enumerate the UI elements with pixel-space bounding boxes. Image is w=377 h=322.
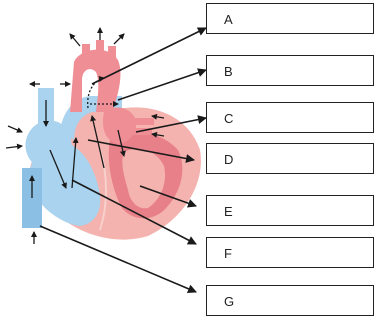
aorta-branch-1: [82, 44, 90, 60]
label-box-g[interactable]: G: [206, 285, 374, 316]
aorta-branch-3: [108, 46, 116, 62]
ext-arrow-10: [151, 131, 165, 138]
label-box-a[interactable]: A: [206, 3, 374, 34]
heart-illustration: [22, 40, 201, 240]
label-f: F: [224, 246, 232, 261]
label-g: G: [224, 294, 235, 309]
label-box-d[interactable]: D: [206, 143, 374, 174]
external-arrows: [5, 27, 165, 244]
leader-line-b: [117, 68, 207, 101]
label-a: A: [224, 12, 233, 27]
leader-lines: [39, 27, 207, 294]
label-box-f[interactable]: F: [206, 237, 374, 268]
leader-line-a: [91, 27, 207, 85]
ext-arrow-9: [151, 113, 165, 120]
label-e: E: [224, 204, 233, 219]
label-c: C: [224, 111, 234, 126]
label-box-c[interactable]: C: [206, 102, 374, 133]
leader-line-g: [39, 225, 197, 294]
pulmonary-vein-right: [132, 118, 154, 125]
right-atrium: [25, 120, 72, 169]
flow-arrow-aorta-arch: [87, 76, 105, 109]
leader-line-c: [135, 115, 207, 133]
label-b: B: [224, 64, 233, 79]
leader-line-e: [139, 185, 197, 208]
label-box-b[interactable]: B: [206, 55, 374, 86]
ext-arrow-6: [7, 125, 23, 133]
left-ventricle-inner: [122, 148, 166, 209]
left-atrium: [102, 107, 137, 144]
aorta-branch-2: [96, 40, 104, 56]
label-box-e[interactable]: E: [206, 195, 374, 226]
label-d: D: [224, 152, 234, 167]
aorta: [70, 49, 121, 112]
ext-arrow-1: [69, 33, 81, 47]
flow-arrow-ra-rv: [49, 149, 67, 189]
ext-arrow-3: [113, 33, 125, 45]
flow-arrow-la-lv: [117, 129, 126, 157]
leader-line-f: [71, 179, 197, 245]
ext-arrow-7: [5, 143, 23, 150]
leader-line-d: [87, 139, 195, 163]
